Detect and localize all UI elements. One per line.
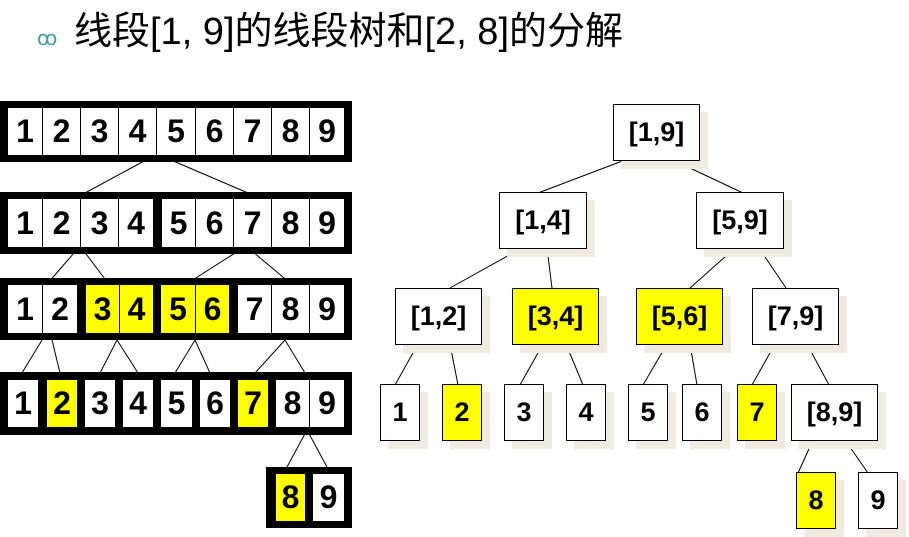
cell-highlighted: 3 xyxy=(86,285,119,333)
cell: 3 xyxy=(81,108,118,155)
tree-leaf-3: 3 xyxy=(504,384,544,441)
tree-node-1-4: [1,4] xyxy=(499,192,587,249)
tree-node-1-2: [1,2] xyxy=(395,288,482,345)
cell: 5 xyxy=(162,199,195,247)
cell: 1 xyxy=(8,285,42,333)
tree-leaf-6: 6 xyxy=(682,384,722,441)
tree-leaf-9: 9 xyxy=(858,472,898,529)
tree-leaf-4: 4 xyxy=(566,384,606,441)
cell: 1 xyxy=(8,199,42,247)
tree-node-1-9: [1,9] xyxy=(613,104,700,161)
cell: 9 xyxy=(313,474,344,521)
cell: 3 xyxy=(85,380,115,427)
tree-node-8-9: [8,9] xyxy=(791,384,878,441)
cell: 2 xyxy=(43,199,80,247)
cell: 8 xyxy=(272,285,309,333)
cell: 4 xyxy=(119,108,156,155)
cell: 5 xyxy=(161,380,192,427)
slide-title: 线段[1, 9]的线段树和[2, 8]的分解 xyxy=(74,11,623,53)
tree-leaf-8: 8 xyxy=(796,472,836,529)
tree-leaf-5: 5 xyxy=(628,384,668,441)
tree-node-7-9: [7,9] xyxy=(752,288,839,345)
tree-leaf-7: 7 xyxy=(737,384,777,441)
cell: 9 xyxy=(310,108,344,155)
tree-node-3-4: [3,4] xyxy=(512,288,599,345)
cell-highlighted: 2 xyxy=(47,380,77,427)
cell: 5 xyxy=(157,108,195,155)
cell: 7 xyxy=(234,199,271,247)
cell: 6 xyxy=(200,380,230,427)
cell: 2 xyxy=(43,285,77,333)
cell: 8 xyxy=(272,199,309,247)
cell: 1 xyxy=(8,108,42,155)
cell: 1 xyxy=(8,380,38,427)
cell: 2 xyxy=(43,108,80,155)
cell: 6 xyxy=(196,108,233,155)
cell: 9 xyxy=(310,285,344,333)
cell: 7 xyxy=(234,108,271,155)
tree-leaf-1: 1 xyxy=(380,384,420,441)
cell: 9 xyxy=(310,199,344,247)
cell: 3 xyxy=(81,199,118,247)
cell: 8 xyxy=(272,108,309,155)
tree-node-5-6: [5,6] xyxy=(636,288,723,345)
tree-node-5-9: [5,9] xyxy=(696,192,784,249)
tree-leaf-2: 2 xyxy=(442,384,482,441)
cell: 6 xyxy=(196,199,233,247)
cell-highlighted: 4 xyxy=(120,285,153,333)
cell-highlighted: 5 xyxy=(161,285,195,333)
bullet-icon: ꝏ xyxy=(37,26,58,50)
cell: 4 xyxy=(123,380,153,427)
cell: 4 xyxy=(119,199,153,247)
cell: 9 xyxy=(310,380,344,427)
cell-highlighted: 7 xyxy=(238,380,268,427)
cell-highlighted: 8 xyxy=(276,474,305,521)
cell: 7 xyxy=(238,285,271,333)
cell-highlighted: 6 xyxy=(196,285,229,333)
cell: 8 xyxy=(276,380,309,427)
